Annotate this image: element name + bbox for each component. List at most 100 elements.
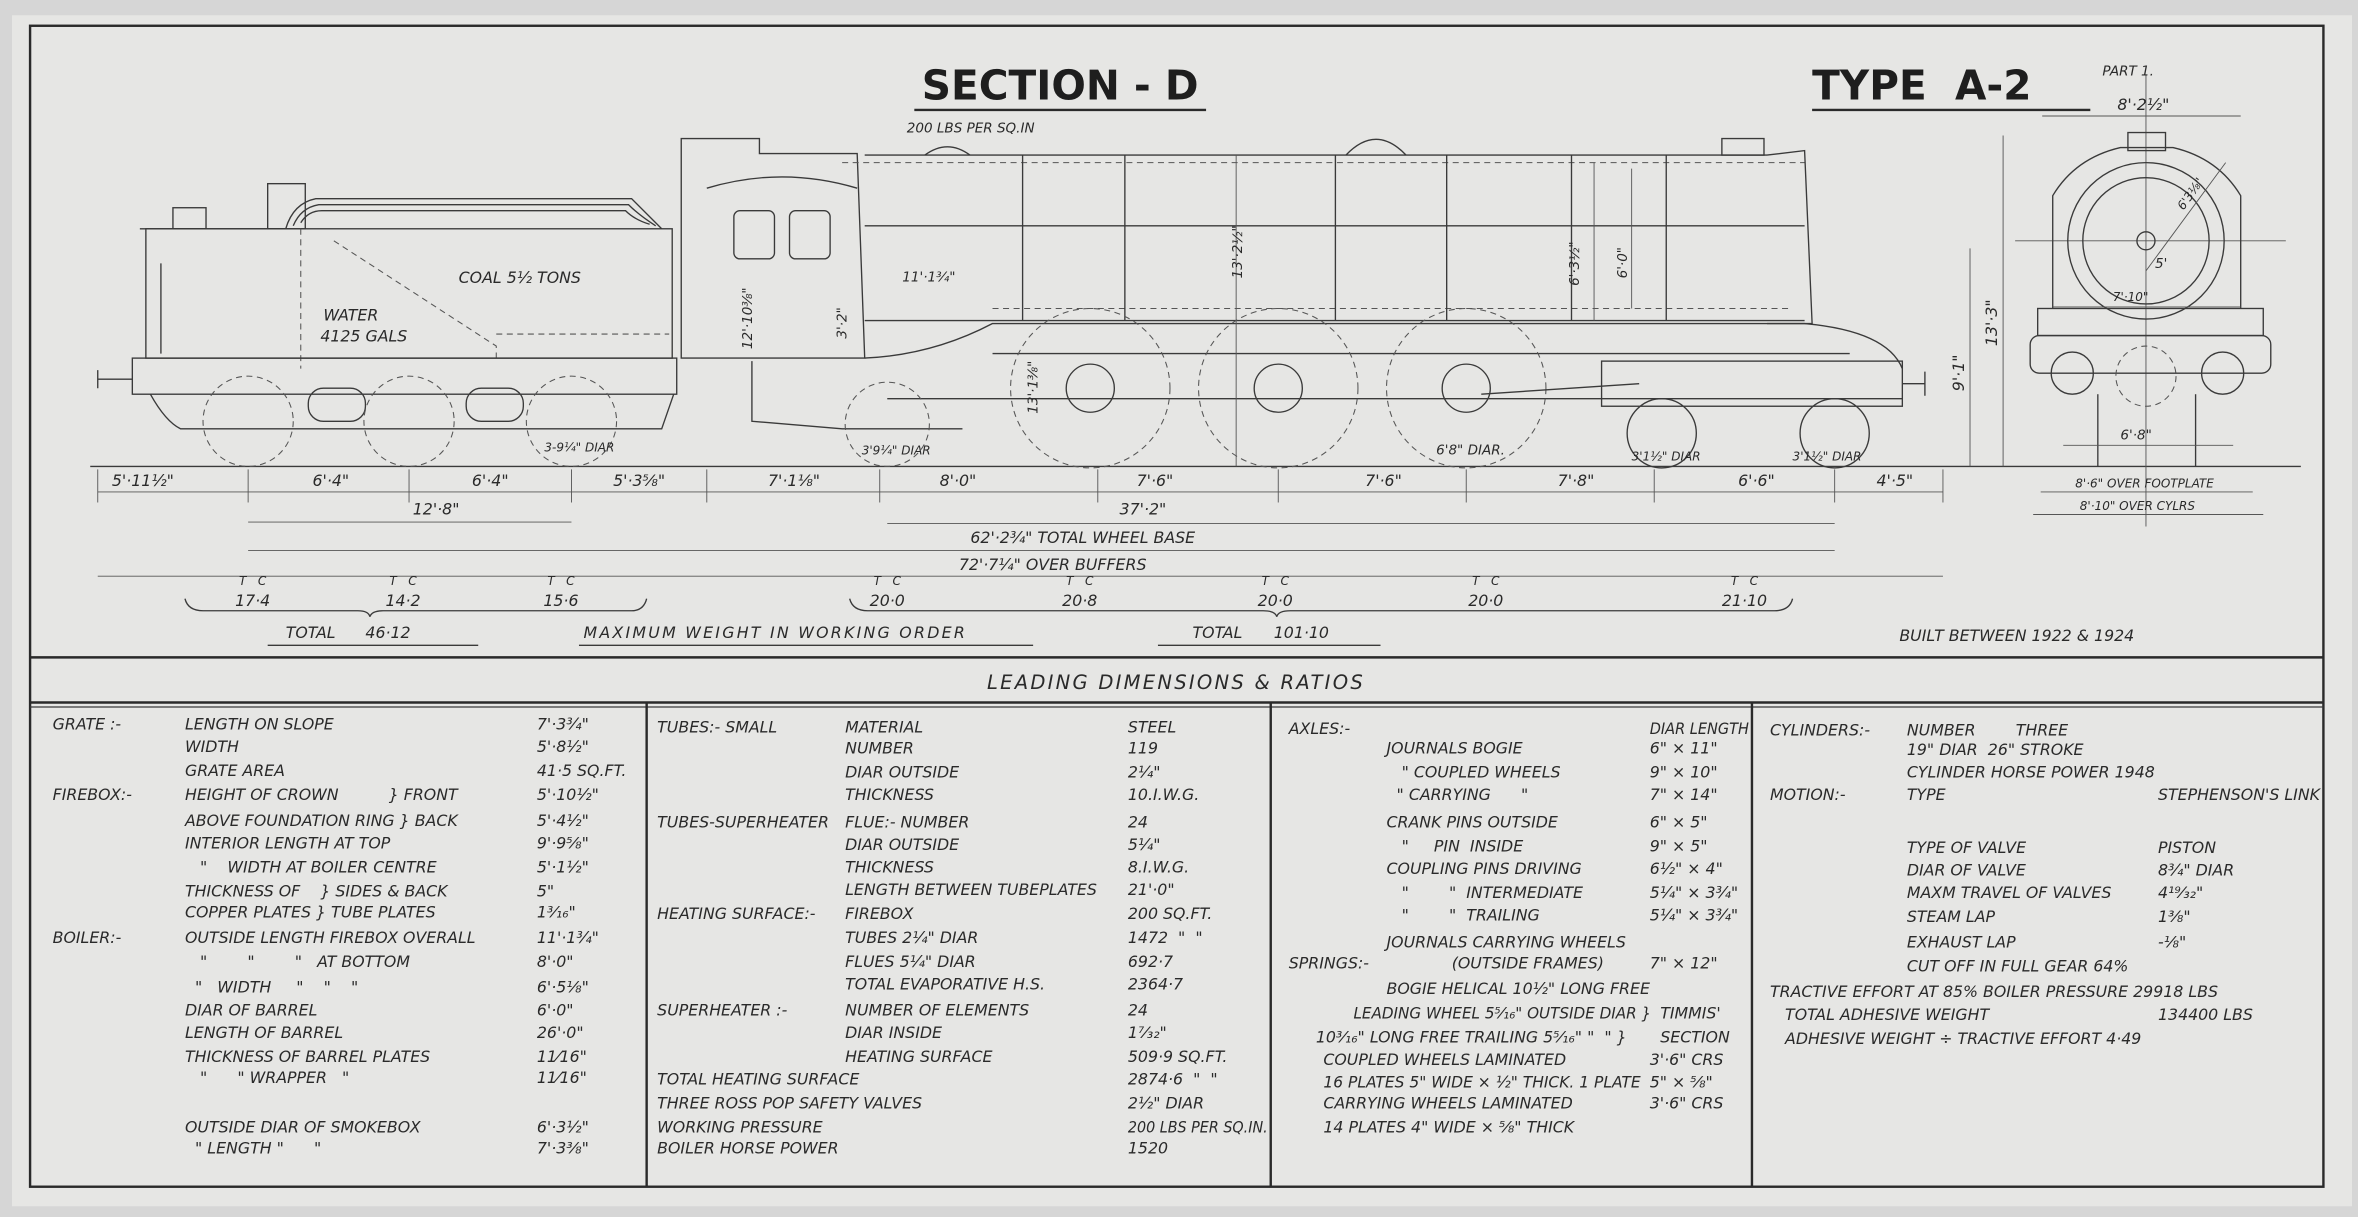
row-value: 9'·9⅝": [537, 833, 589, 852]
dim-spacing: 5'·11½": [112, 471, 174, 490]
engine-brace: [849, 598, 1794, 618]
row-label: THICKNESS OF } SIDES & BACK: [185, 881, 449, 900]
row-category: THREE ROSS POP SAFETY VALVES: [657, 1094, 922, 1113]
dim-wheel-height: 13'·1⅜": [1026, 361, 1042, 414]
row-value: 200 LBS PER SQ.IN.: [1128, 1118, 1268, 1137]
table-row: AXLES:-DIAR LENGTH: [1288, 719, 1749, 738]
row-value: 10.I.W.G.: [1128, 785, 1199, 804]
row-label: FIREBOX: [845, 904, 914, 923]
row-value: STEEL: [1128, 718, 1176, 737]
table-row: LEADING WHEEL 5⁵⁄₁₆" OUTSIDE DIAR }TIMMI…: [1353, 1003, 1720, 1022]
row-value: 7'·3¾": [537, 715, 589, 734]
table-row: CYLINDER HORSE POWER 1948: [1907, 763, 2155, 782]
trailing-wheel-dia: 3'9¼" DIAR: [862, 443, 931, 457]
row-value: 5" × ⅝": [1650, 1072, 1713, 1091]
table-row: TRACTIVE EFFORT AT 85% BOILER PRESSURE 2…: [1770, 982, 2218, 1001]
row-value: 11'·1¾": [537, 928, 599, 947]
weight-units: T C: [1731, 574, 1759, 588]
dim-firebox-height: 3'·2": [835, 307, 851, 338]
row-label: BOGIE HELICAL 10½" LONG FREE: [1387, 979, 1650, 998]
dim-boiler-inner: 6'·0": [1615, 247, 1631, 278]
tender: [97, 182, 678, 467]
row-value: 1520: [1128, 1139, 1168, 1158]
row-label: OUTSIDE LENGTH FIREBOX OVERALL: [185, 928, 476, 947]
table-row: 14 PLATES 4" WIDE × ⅝" THICK: [1323, 1118, 1575, 1137]
row-label: EXHAUST LAP: [1907, 933, 2016, 952]
row-value: 7'·3⅜": [537, 1139, 589, 1158]
weight-units: T C: [1472, 574, 1500, 588]
water-capacity: 4125 GALS: [320, 327, 407, 346]
row-category: ADHESIVE WEIGHT ÷ TRACTIVE EFFORT 4·49: [1770, 1029, 2141, 1048]
row-label: " PIN INSIDE: [1387, 836, 1524, 855]
row-label: DIAR OUTSIDE: [845, 763, 959, 782]
row-value: 8¾" DIAR: [2158, 860, 2234, 879]
row-value: 5¼": [1128, 835, 1161, 854]
table-row: TOTAL EVAPORATIVE H.S.2364·7: [845, 975, 1183, 994]
dim-spacing: 6'·6": [1738, 471, 1775, 490]
table-row: 10³⁄₁₆" LONG FREE TRAILING 5⁵⁄₁₆" " " }S…: [1316, 1027, 1730, 1046]
coupled-wheel-dia: 6'8" DIAR.: [1436, 442, 1505, 458]
weight-units: T C: [547, 574, 575, 588]
table-row: DIAR OUTSIDE 2¼": [845, 763, 1160, 782]
axle-weight: 20·0: [870, 591, 905, 610]
row-category: TRACTIVE EFFORT AT 85% BOILER PRESSURE 2…: [1770, 982, 2218, 1001]
table-row: BOGIE HELICAL 10½" LONG FREE: [1387, 979, 1650, 998]
row-value: 8.I.W.G.: [1128, 857, 1189, 876]
row-value: 2¼": [1128, 763, 1161, 782]
row-category: MOTION:-: [1770, 785, 1846, 804]
row-category: HEATING SURFACE:-: [657, 904, 816, 923]
row-label: DIAR OF VALVE: [1907, 860, 2026, 879]
row-value: 5¼" × 3¾": [1650, 883, 1738, 902]
row-value: 6'·5⅛": [537, 978, 589, 997]
row-label: THICKNESS OF BARREL PLATES: [185, 1047, 430, 1066]
sheet-frame: [28, 24, 2325, 1188]
row-label: ABOVE FOUNDATION RING } BACK: [184, 811, 459, 830]
row-label: GRATE AREA: [185, 761, 285, 780]
coal-capacity: COAL 5½ TONS: [459, 268, 581, 287]
row-label: MATERIAL: [845, 718, 923, 737]
row-value: 5'·1½": [537, 857, 589, 876]
row-value: 2874·6 " ": [1128, 1069, 1218, 1088]
dim-gauge: 6'·8": [2120, 427, 2151, 443]
row-category: TUBES:- SMALL: [657, 718, 777, 737]
row-label: LENGTH OF BARREL: [185, 1023, 343, 1042]
row-category: SUPERHEATER :-: [657, 1000, 787, 1019]
dim-cab-height: 12'·10⅜": [740, 287, 756, 349]
row-category: TOTAL ADHESIVE WEIGHT: [1770, 1005, 1990, 1024]
locomotive-engine: [680, 137, 1926, 469]
row-label: CARRYING WHEELS LAMINATED: [1323, 1094, 1572, 1113]
row-label: (OUTSIDE FRAMES): [1387, 954, 1604, 973]
row-value: 1⁷⁄₃₂": [1128, 1023, 1167, 1042]
row-label: NUMBER THREE: [1907, 721, 2068, 740]
row-value: PISTON: [2158, 838, 2216, 857]
row-value: 2364·7: [1128, 975, 1183, 994]
row-category: CYLINDERS:-: [1770, 721, 1870, 740]
dim-spacing: 7'·1⅛": [768, 471, 820, 490]
weight-units: T C: [874, 574, 902, 588]
row-value: 5¼" × 3¾": [1650, 906, 1738, 925]
row-category: FIREBOX:-: [53, 785, 133, 804]
table-row: ADHESIVE WEIGHT ÷ TRACTIVE EFFORT 4·49: [1770, 1029, 2141, 1048]
row-label: JOURNALS BOGIE: [1384, 739, 1523, 758]
row-value: 6'·3½": [537, 1118, 589, 1137]
row-value: 7" × 14": [1650, 785, 1718, 804]
tender-wheel-dia: 3-9¼" DIAR: [544, 440, 614, 454]
engine-total-label: TOTAL: [1193, 623, 1243, 642]
dim-total-height: 13'·3": [1982, 299, 2001, 346]
row-label: 19" DIAR 26" STROKE: [1907, 740, 2084, 759]
